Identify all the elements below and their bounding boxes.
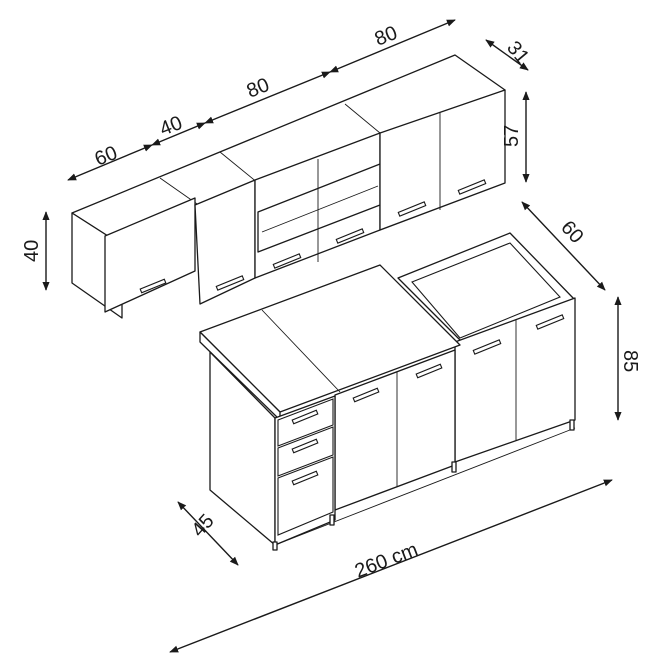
dim-line-60-upper (67, 144, 153, 181)
leg-2 (329, 514, 335, 526)
sink-unit-inner (411, 242, 561, 339)
upper-cabinet-40-handle (215, 275, 245, 291)
drawer-2 (277, 426, 334, 477)
dim-line-40-upper (151, 122, 206, 146)
leg-1 (272, 541, 278, 551)
dim-line-31-depth (485, 39, 529, 71)
label-upper-40: 40 (157, 112, 186, 141)
drawer-1-handle (291, 409, 319, 425)
upper-shelf-line (261, 185, 379, 233)
label-lower-height-85: 85 (619, 350, 641, 372)
dim-line-80b-upper (329, 19, 456, 73)
dim-line-260-width (169, 479, 613, 653)
upper-cabinet-80-handle-2 (335, 228, 365, 244)
label-upper-depth-31: 31 (502, 37, 533, 68)
upper-seam-3 (344, 103, 381, 134)
upper-cabinet-60-front (104, 197, 196, 313)
worktop-seam (261, 309, 341, 393)
label-upper-80b: 80 (372, 22, 401, 51)
upper-cabinets (71, 54, 506, 319)
dim-line-60-depth (521, 201, 606, 291)
sink-unit-handle-1 (472, 339, 502, 355)
upper-cabinet-80-handle-1 (272, 253, 302, 269)
label-upper-80a: 80 (244, 74, 273, 103)
leg-4 (569, 419, 575, 431)
upper-seam-2 (219, 151, 259, 184)
sink-unit-handle-2 (535, 314, 565, 330)
label-total-width-260: 260 cm (352, 539, 421, 583)
label-upper-height-57: 57 (501, 125, 523, 147)
middle-unit-handle-1 (352, 387, 380, 403)
upper-cabinet-60-handle (139, 278, 167, 294)
label-upper-60: 60 (92, 142, 121, 171)
drawer-2-handle (291, 438, 319, 454)
lower-cabinets (199, 232, 576, 551)
dimension-lines (42, 19, 622, 653)
middle-unit-handle-2 (415, 363, 443, 379)
dim-line-80a-upper (204, 71, 331, 124)
label-lower-side-depth-45: 45 (187, 510, 218, 541)
leg-3 (451, 461, 457, 473)
upper-cabinet-80b-handle-2 (457, 179, 487, 195)
upper-cabinet-80b-handle-1 (397, 201, 427, 217)
upper-cabinet-80b-front (379, 89, 506, 231)
label-upper-left-height-40: 40 (21, 240, 43, 262)
drawer-1 (277, 398, 334, 447)
